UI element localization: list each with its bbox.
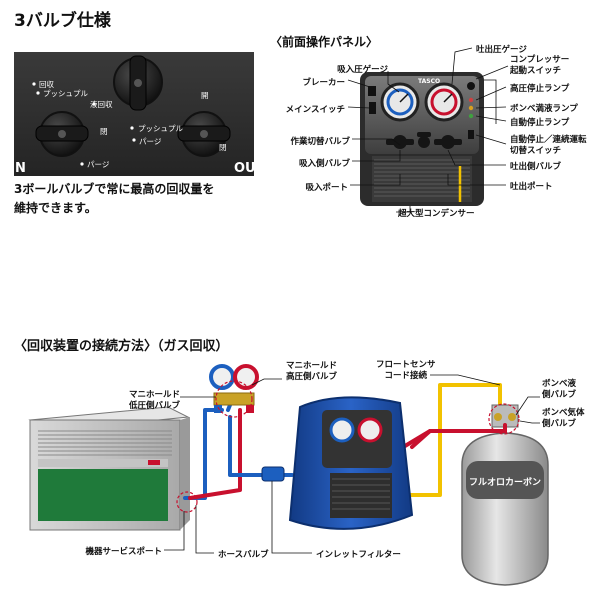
connection-diagram: フルオロカーボン [28,364,549,586]
photo-label-push-pull: プッシュプル [43,89,88,98]
right-valve-knob [177,111,231,157]
label-cylinder-gas-1: ボンベ気体 [542,408,585,418]
discharge-gauge [424,82,464,122]
label-hose-valve: ホースバルブ [218,550,269,560]
photo-label-open: 開 [201,91,209,100]
auto-stop-lamp-icon [468,113,474,119]
label-cylinder-liquid-2: 側バルブ [542,390,577,400]
label-compressor-start-1: コンプレッサー [510,55,570,65]
label-discharge-valve: 吐出側バルブ [510,162,562,172]
label-float-sensor: フロートセンサ コード接続 [376,360,436,382]
label-auto-stop-switch: 自動停止／連続運転 切替スイッチ [510,135,587,157]
label-suction-port: 吸入ポート [305,183,348,193]
label-service-port: 機器サービスポート [85,547,162,557]
photo-label-push-pull-2: プッシュプル [138,124,183,133]
auto-switch-icon [468,130,474,139]
photo-label-liquid-recovery: 液回収 [90,99,113,109]
label-breaker: ブレーカー [302,78,345,88]
label-suction-gauge: 吸入圧ゲージ [337,65,388,75]
label-manifold-high-2: 高圧側バルブ [286,372,338,382]
photo-label-purge-2: パージ [87,160,110,169]
label-manifold-high: マニホールド 高圧側バルブ [286,361,337,383]
front-panel-title: 〈前面操作パネル〉 [270,35,379,49]
main-switch-icon [369,102,376,114]
label-work-switch-valve: 作業切替バルブ [290,137,350,147]
connection-title: 〈回収装置の接続方法〉（ガス回収） [14,339,229,354]
valve-description: 3ボールバルブで常に最高の回収量を 維持できます。 [14,180,214,218]
label-auto-stop-switch-1: 自動停止／連続運転 [510,135,587,145]
photo-label-recovery: 回収 [39,80,54,89]
label-suction-valve: 吸入側バルブ [298,159,350,169]
label-auto-stop-lamp: 自動停止ランプ [510,118,570,128]
full-lamp-icon [468,105,474,111]
left-valve-knob [35,111,89,157]
front-panel-photo: TASCO [360,72,484,206]
label-cylinder-liquid: ボンベ液 側バルブ [542,379,576,401]
photo-label-out: OU [234,161,254,176]
valve-description-line1: 3ボールバルブで常に最高の回収量を [14,182,215,196]
photo-label-in: N [15,161,26,176]
label-float-sensor-1: フロートセンサ [376,360,436,370]
brand-logo: TASCO [418,78,440,85]
label-cylinder-gas: ボンベ気体 側バルブ [542,408,585,430]
photo-label-purge: パージ [139,137,162,146]
label-manifold-low-1: マニホールド [128,390,180,400]
valve-description-line2: 維持できます。 [14,201,97,215]
compressor-switch-icon [467,82,475,90]
photo-label-close-right: 閉 [219,143,227,152]
label-compressor-start-2: 起動スイッチ [510,66,562,76]
recovery-machine [288,396,414,530]
cylinder-name: フルオロカーボン [469,476,541,488]
outdoor-unit [28,406,190,531]
center-valve-knob [113,55,163,111]
three-valve-photo: 回収 プッシュプル 液回収 閉 開 閉 プッシュプル パージ パージ N OU [14,52,254,176]
suction-gauge [380,82,420,122]
label-compressor-start: コンプレッサー 起動スイッチ [510,55,569,77]
photo-label-close: 閉 [100,127,108,136]
label-high-pressure-lamp: 高圧停止ランプ [510,84,570,94]
high-pressure-lamp-icon [468,97,474,103]
label-cylinder-full-lamp: ボンベ満液ランプ [510,104,578,114]
label-manifold-low-2: 低圧側バルブ [128,401,180,411]
label-manifold-low: マニホールド 低圧側バルブ [129,390,180,412]
label-cylinder-liquid-1: ボンベ液 [542,379,577,389]
refrigerant-cylinder: フルオロカーボン [461,404,549,586]
inlet-filter-icon [261,466,285,482]
label-cylinder-gas-2: 側バルブ [542,419,577,429]
label-auto-stop-switch-2: 切替スイッチ [510,146,562,156]
valve-section-title: 3バルブ仕様 [14,11,111,31]
label-discharge-gauge: 吐出圧ゲージ [476,45,527,55]
label-discharge-port: 吐出ポート [510,182,553,192]
label-main-switch: メインスイッチ [285,105,345,115]
label-inlet-filter: インレットフィルター [316,550,401,560]
label-float-sensor-2: コード接続 [384,371,428,381]
label-manifold-high-1: マニホールド [286,361,338,371]
breaker-icon [368,86,376,96]
label-condenser: 超大型コンデンサー [398,209,475,219]
